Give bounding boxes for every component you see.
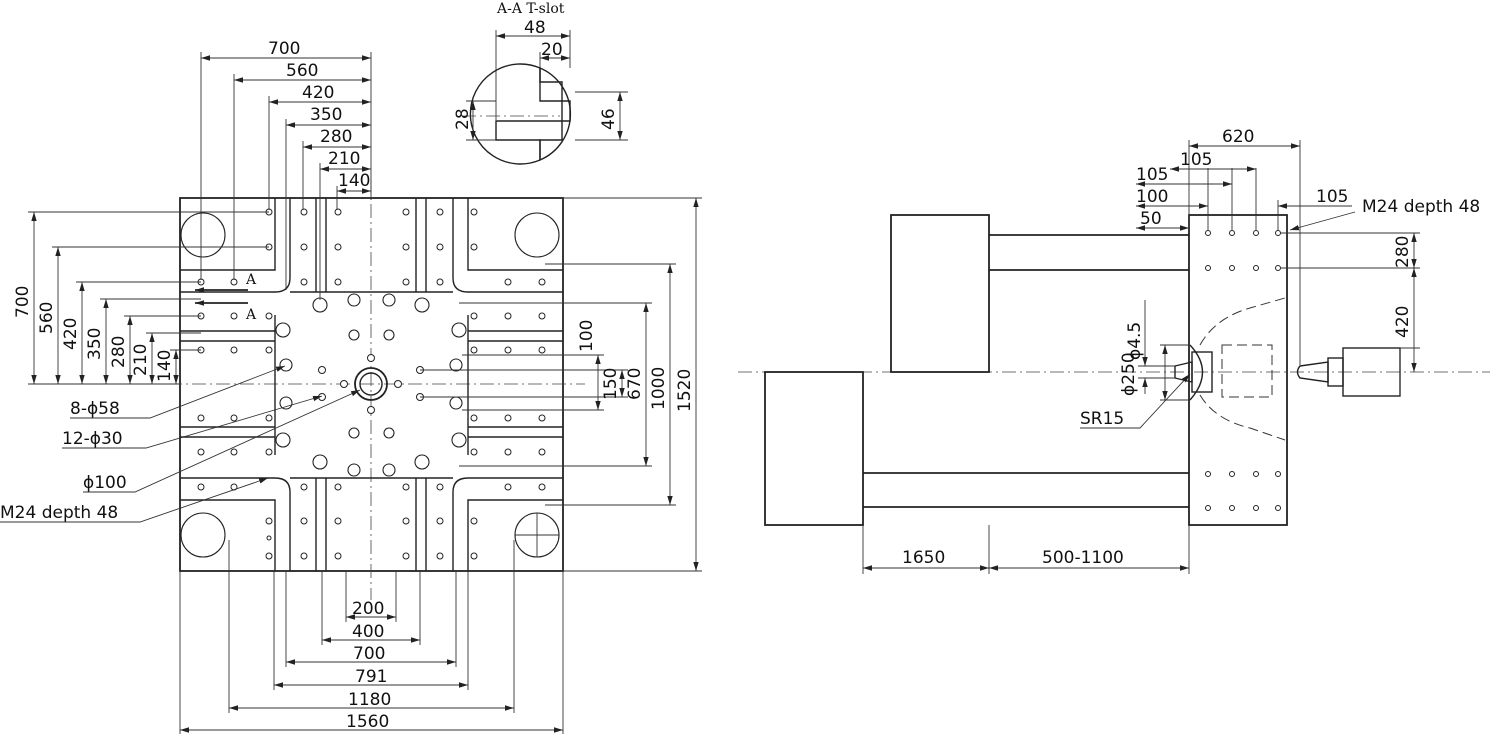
section-mark-a-top: A [245, 272, 257, 288]
top-dim-140: 140 [338, 171, 370, 191]
side-dim-100: 100 [1136, 187, 1168, 207]
top-dim-700: 700 [268, 39, 300, 59]
bottom-dim-700: 700 [353, 644, 385, 664]
nozzle-dia-4-5: ϕ4.5 [1125, 322, 1145, 360]
side-dim-105c: 105 [1316, 187, 1348, 207]
top-dim-560: 560 [286, 61, 318, 81]
section-mark-a-bottom: A [245, 307, 257, 323]
bottom-dim-400: 400 [352, 622, 384, 642]
nozzle-sphere-sr15: SR15 [1080, 409, 1124, 429]
slot-width-20: 20 [541, 40, 563, 60]
top-dim-420: 420 [302, 83, 334, 103]
bottom-dim-1560: 1560 [346, 712, 389, 732]
right-dim-100: 100 [577, 320, 597, 352]
left-dim-700: 700 [13, 286, 33, 318]
fixed-platen-upper [890, 214, 990, 373]
bottom-dim-791: 791 [355, 667, 387, 687]
top-dim-350: 350 [310, 105, 342, 125]
nozzle-dims: ϕ4.5 ϕ250 SR15 [1080, 300, 1191, 429]
callout-12-d30: 12-ϕ30 [62, 429, 123, 449]
right-dim-1000: 1000 [649, 367, 669, 410]
platen-left-dims: 700 560 420 350 280 210 140 [13, 211, 269, 385]
left-dim-560: 560 [37, 302, 57, 334]
callout-m24-depth-48: M24 depth 48 [0, 503, 118, 523]
right-dim-150: 150 [601, 368, 621, 400]
threaded-holes [197, 208, 546, 560]
side-right-dim-420: 420 [1393, 306, 1413, 338]
side-dim-620: 620 [1222, 127, 1254, 147]
locating-ring-inner [359, 372, 383, 396]
side-dim-105a: 105 [1180, 150, 1212, 170]
side-top-dims: 620 105 105 100 50 105 M24 depth 48 [1136, 127, 1480, 231]
platen-right-dims: 100 150 670 1000 1520 [420, 197, 702, 572]
top-dim-280: 280 [320, 127, 352, 147]
side-bottom-dim-500-1100: 500-1100 [1042, 548, 1124, 568]
moving-platen [1188, 214, 1288, 526]
side-dim-50: 50 [1140, 209, 1162, 229]
left-dim-280: 280 [109, 336, 129, 368]
locating-ring-outer [354, 367, 388, 401]
platen-front-view: A A 700 560 420 350 280 210 140 [0, 39, 702, 734]
tie-bar-hole-tr [514, 212, 560, 258]
machine-side-view: 620 105 105 100 50 105 M24 depth 48 280 … [738, 127, 1490, 574]
side-bottom-dims: 1650 500-1100 [862, 525, 1190, 574]
slot-height-46: 46 [599, 108, 619, 130]
side-right-dim-280: 280 [1393, 236, 1413, 268]
bottom-dim-1180: 1180 [348, 690, 391, 710]
side-right-dims: 280 420 [1280, 232, 1420, 372]
platen-top-dims: 700 560 420 350 280 210 140 [200, 39, 372, 300]
left-dim-350: 350 [85, 328, 105, 360]
t-slot-section: A-A T-slot 48 20 28 46 [453, 1, 628, 165]
right-dim-1520: 1520 [675, 369, 695, 412]
left-dim-210: 210 [131, 344, 151, 376]
callout-d100: ϕ100 [83, 473, 127, 493]
slot-width-48: 48 [524, 18, 546, 38]
bottom-dim-200: 200 [352, 599, 384, 619]
nozzle-dia-250: ϕ250 [1119, 352, 1139, 396]
platen-outline [179, 197, 564, 572]
left-dim-420: 420 [61, 318, 81, 350]
platen-callouts: 8-ϕ58 12-ϕ30 ϕ100 M24 depth 48 [0, 365, 361, 523]
tie-bar-hole-tl [180, 212, 226, 258]
slot-height-28: 28 [453, 108, 473, 130]
section-title: A-A T-slot [496, 1, 565, 17]
platen-bottom-dims: 200 400 700 791 1180 1560 [179, 540, 564, 734]
left-dim-140: 140 [155, 350, 175, 382]
tie-bar-hole-bl [180, 512, 226, 558]
callout-8-d58: 8-ϕ58 [70, 399, 120, 419]
top-dim-210: 210 [328, 149, 360, 169]
side-bottom-dim-1650: 1650 [902, 548, 945, 568]
fixed-platen-lower [764, 371, 864, 526]
side-thread-note: M24 depth 48 [1362, 197, 1480, 217]
right-dim-670: 670 [625, 368, 645, 400]
side-dim-105b: 105 [1136, 165, 1168, 185]
